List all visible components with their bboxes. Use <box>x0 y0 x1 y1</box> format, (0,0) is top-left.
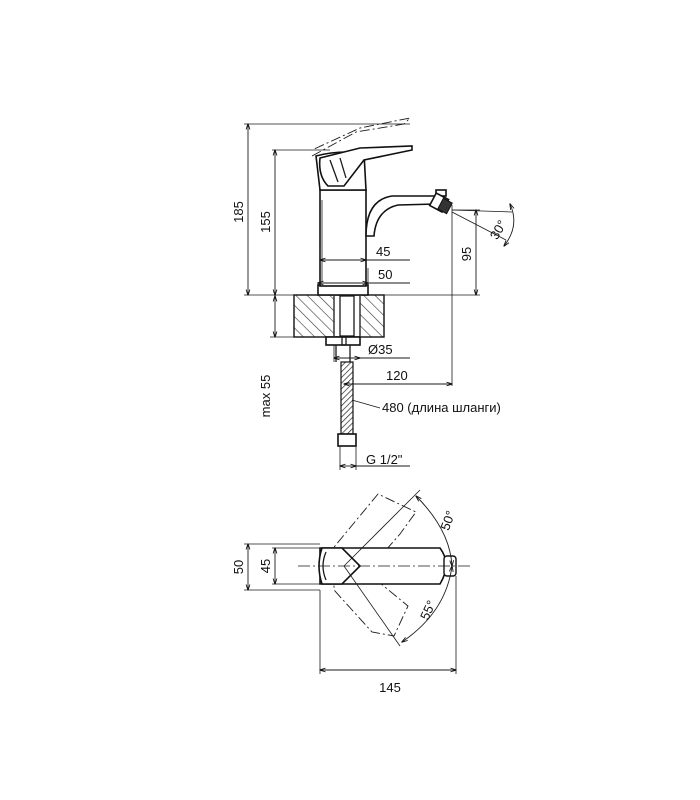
dim-diameter-35: Ø35 <box>368 342 393 357</box>
countertop-section <box>293 294 385 338</box>
dim-45: 45 <box>376 244 390 259</box>
hose <box>337 361 357 470</box>
dim-185: 185 <box>231 201 246 223</box>
top-dim-50deg: 50° <box>437 509 458 533</box>
side-view: 185 155 95 30° 45 50 Ø35 120 max 55 480 … <box>231 117 514 470</box>
top-dim-50: 50 <box>231 560 246 574</box>
aerator <box>428 189 453 215</box>
top-extension-lines <box>244 489 457 674</box>
side-extension-lines <box>244 123 480 386</box>
top-dim-145: 145 <box>379 680 401 695</box>
dim-155: 155 <box>258 211 273 233</box>
dim-50: 50 <box>378 267 392 282</box>
spout <box>365 195 437 237</box>
top-view: 50 45 50° 55° 145 <box>231 489 470 695</box>
dim-30deg: 30° <box>487 217 510 242</box>
mounting-hardware <box>325 295 361 362</box>
dim-95: 95 <box>459 247 474 261</box>
faucet-body <box>319 189 367 287</box>
dim-hose-length: 480 (длина шланги) <box>382 400 501 415</box>
dim-120: 120 <box>386 368 408 383</box>
dim-thread: G 1/2" <box>366 452 403 467</box>
top-dim-45: 45 <box>258 559 273 573</box>
dim-max-55: max 55 <box>258 375 273 418</box>
lever-handle <box>318 145 413 187</box>
lever-raised-ghost <box>311 117 412 157</box>
top-dim-55deg: 55° <box>417 598 439 622</box>
